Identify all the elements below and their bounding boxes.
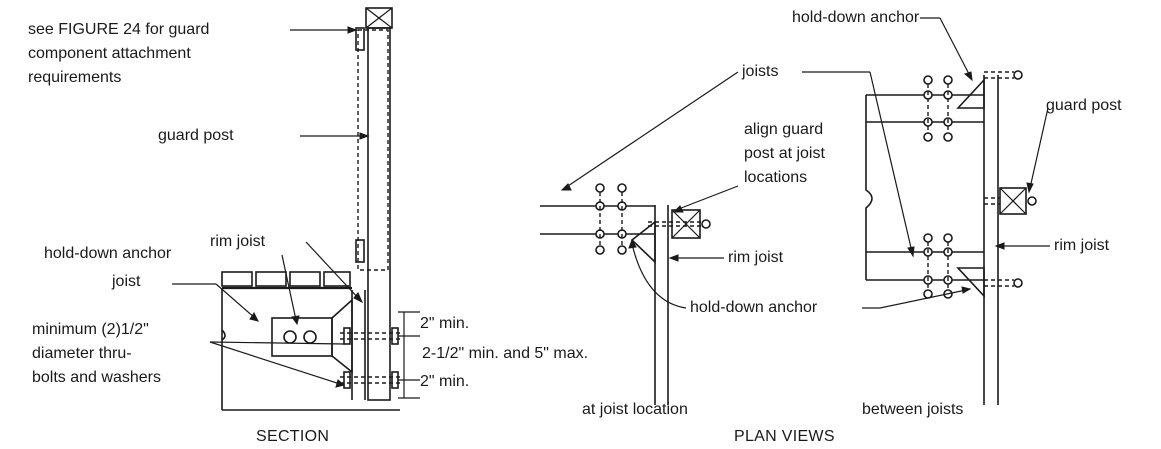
- label-hold-down-anchor-plan-bottom: hold-down anchor: [690, 299, 818, 316]
- label-min-bolts-3: bolts and washers: [32, 369, 161, 386]
- label-align-1: align guard: [744, 121, 824, 138]
- deck-boards: [221, 271, 352, 290]
- label-component-attachment: component attachment: [28, 45, 191, 62]
- dimension-bot: 2" min.: [420, 373, 470, 390]
- label-rim-joist-plan-left: rim joist: [728, 249, 784, 266]
- label-align-3: locations: [744, 169, 808, 186]
- dimension-mid: 2-1/2" min. and 5" max.: [422, 345, 589, 362]
- hold-down-anchor-section-shape: [271, 317, 333, 357]
- label-guard-post-section: guard post: [158, 127, 234, 144]
- thru-bolts-section: [340, 327, 400, 389]
- label-see-figure: see FIGURE 24 for guard: [28, 21, 210, 38]
- label-rim-joist-section: rim joist: [210, 233, 266, 250]
- section-leaders: [172, 26, 370, 388]
- dimension-lines: [398, 311, 420, 399]
- dimension-top: 2" min.: [420, 315, 470, 332]
- guard-post-section-shape: [367, 27, 391, 401]
- section-view: [172, 7, 420, 411]
- post-cap: [365, 7, 393, 29]
- label-min-bolts-2: diameter thru-: [32, 345, 132, 362]
- label-between-joists: between joists: [862, 401, 964, 418]
- label-rim-joist-plan-right: rim joist: [1054, 237, 1110, 254]
- label-hold-down-anchor-section: hold-down anchor: [44, 245, 172, 262]
- guard-component-dashed: [357, 29, 389, 271]
- label-at-joist-location: at joist location: [582, 401, 688, 418]
- label-requirements: requirements: [28, 69, 122, 86]
- caption-plan-views: PLAN VIEWS: [734, 428, 835, 445]
- label-hold-down-anchor-plan-top: hold-down anchor: [792, 9, 920, 26]
- label-joists-plan: joists: [742, 63, 779, 80]
- label-joist-section: joist: [112, 273, 141, 290]
- caption-section: SECTION: [256, 428, 330, 445]
- label-guard-post-plan: guard post: [1046, 97, 1122, 114]
- guard-post-plan-right: [999, 187, 1027, 215]
- label-align-2: post at joist: [744, 145, 825, 162]
- plan-view-between-joists: [802, 17, 1050, 405]
- guard-post-plan-left: [671, 209, 701, 239]
- label-min-bolts-1: minimum (2)1/2": [32, 321, 149, 338]
- plan-view-at-joist: [540, 71, 739, 405]
